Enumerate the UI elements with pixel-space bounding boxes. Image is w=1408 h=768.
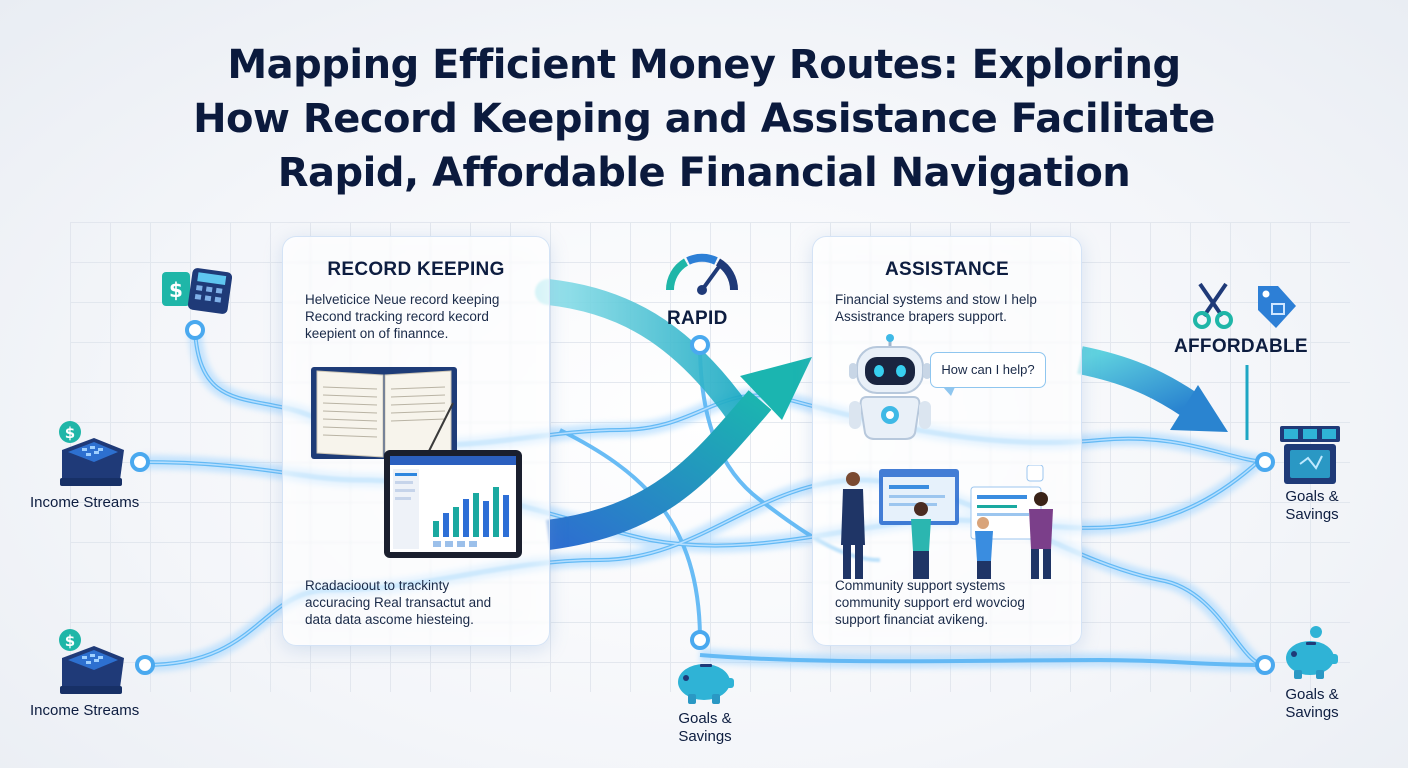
assistance-heading: ASSISTANCE xyxy=(884,259,1010,280)
goals-savings-right-top: Goals & Savings xyxy=(1272,488,1352,524)
income-streams-label-1: Income Streams xyxy=(30,494,140,511)
assistance-intro-line: Financial systems and stow I help xyxy=(835,292,1037,307)
record-keeping-intro-line: Recond tracking record kecord xyxy=(305,309,489,324)
svg-text:$: $ xyxy=(65,424,75,442)
income-streams-label-2: Income Streams xyxy=(30,702,140,719)
assistance-footer: Community support systems community supp… xyxy=(835,577,1067,628)
teal-swoosh xyxy=(535,279,753,428)
assistance-intro: Financial systems and stow I help Assist… xyxy=(835,291,1067,325)
title-line-1: Mapping Efficient Money Routes: Explorin… xyxy=(227,42,1181,88)
svg-text:$: $ xyxy=(65,632,75,650)
rapid-arrow-head xyxy=(740,357,812,420)
goals-savings-center: Goals & Savings xyxy=(660,710,750,746)
goals-savings-right-top-line: Goals & xyxy=(1285,488,1339,505)
community-support-illustration xyxy=(841,465,1053,579)
record-keeping-intro-line: Helveticice Neue record keeping xyxy=(305,292,500,307)
speedometer-icon xyxy=(665,253,739,295)
help-speech-bubble: How can I help? xyxy=(930,352,1046,396)
assistance-footer-line: support financiat avikeng. xyxy=(835,612,989,627)
assistance-footer-line: Community support systems xyxy=(835,578,1006,593)
piggy-bank-icon xyxy=(678,664,734,704)
cash-register-icon: $ xyxy=(59,421,124,486)
record-keeping-footer-line: data data ascome hiesteing. xyxy=(305,612,474,627)
record-keeping-intro: Helveticice Neue record keeping Recond t… xyxy=(305,291,537,342)
assistance-intro-line: Assistrance brapers support. xyxy=(835,309,1007,324)
title-line-2: How Record Keeping and Assistance Facili… xyxy=(193,96,1215,142)
scissors-icon xyxy=(1193,282,1233,329)
cash-register-icon: $ xyxy=(59,629,124,694)
assistance-footer-line: community support erd wovciog xyxy=(835,595,1025,610)
record-keeping-intro-line: keepient on of finannce. xyxy=(305,326,449,341)
record-keeping-heading: RECORD KEEPING xyxy=(327,259,505,280)
record-keeping-footer-line: accuracing Real transactut and xyxy=(305,595,492,610)
robot-assistant-icon xyxy=(849,334,931,440)
assistance-panel: ASSISTANCE Financial systems and stow I … xyxy=(812,236,1082,646)
goals-savings-right-bottom-line: Goals & xyxy=(1285,686,1339,703)
route-nodes xyxy=(130,320,1275,675)
record-keeping-footer-line: Rcadacioout to trackinty xyxy=(305,578,450,593)
goals-savings-center-line: Goals & xyxy=(678,710,732,727)
affordable-label: AFFORDABLE xyxy=(1174,336,1308,357)
dollar-calculator-icon: $ xyxy=(162,268,233,314)
goals-savings-right-bottom: Goals & Savings xyxy=(1272,686,1352,722)
rapid-label: RAPID xyxy=(667,308,728,329)
rapid-arrow-body xyxy=(545,390,772,550)
svg-text:$: $ xyxy=(169,278,183,302)
record-keeping-footer: Rcadacioout to trackinty accuracing Real… xyxy=(305,577,537,628)
title-line-3: Rapid, Affordable Financial Navigation xyxy=(277,150,1131,196)
storefront-icon xyxy=(1280,426,1340,484)
people-group xyxy=(841,472,1053,579)
piggy-bank-icon xyxy=(1286,626,1338,679)
price-tag-icon xyxy=(1258,286,1296,328)
ledger-book-icon xyxy=(311,367,457,459)
tablet-chart-icon xyxy=(384,450,522,558)
page-title: Mapping Efficient Money Routes: Explorin… xyxy=(0,38,1408,200)
record-keeping-panel: RECORD KEEPING Helveticice Neue record k… xyxy=(282,236,550,646)
affordable-arrow-body xyxy=(1077,346,1198,417)
goals-savings-center-line: Savings xyxy=(678,728,732,745)
affordable-arrow-head xyxy=(1170,385,1228,432)
goals-savings-right-bottom-line: Savings xyxy=(1285,704,1339,721)
goals-savings-right-top-line: Savings xyxy=(1285,506,1339,523)
